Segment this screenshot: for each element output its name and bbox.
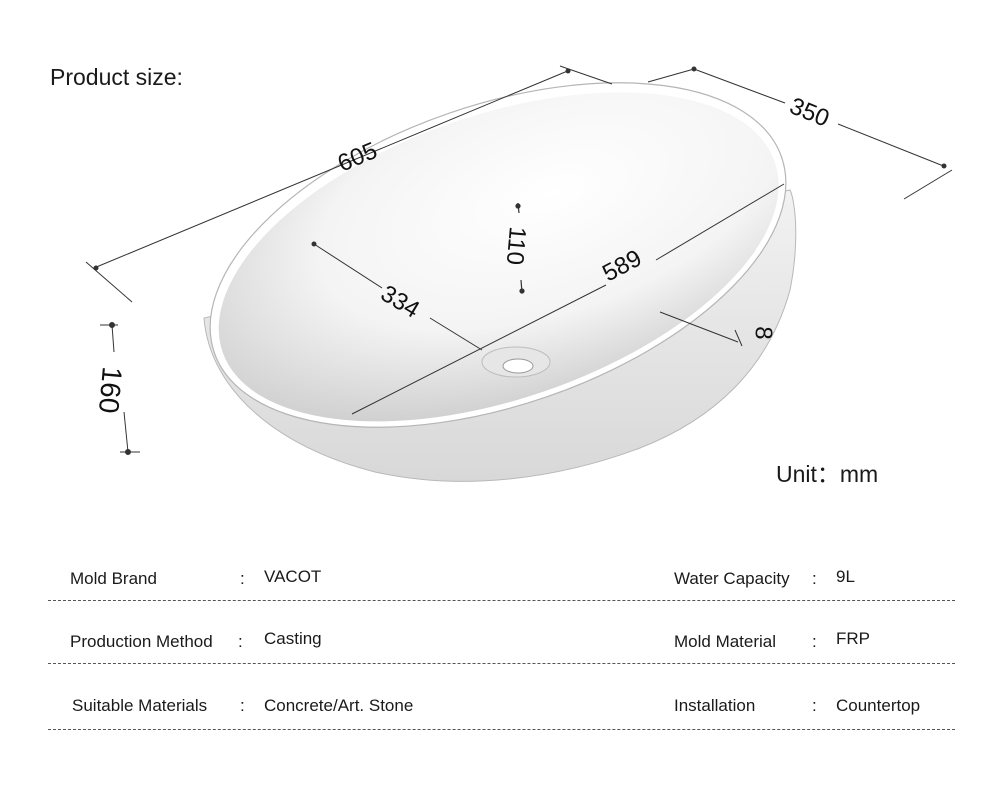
spec-label: Installation (674, 696, 756, 715)
dimension-rim-label: 8 (750, 326, 777, 340)
dimension-depth (515, 202, 525, 294)
spec-row-production-method: Production Method : Casting Mold Materia… (48, 629, 955, 664)
spec-value: VACOT (264, 567, 322, 586)
spec-colon: : (812, 569, 817, 588)
unit-label: Unit：mm (776, 461, 879, 487)
page-title: Product size: (50, 64, 183, 90)
spec-colon: : (238, 632, 243, 651)
spec-row-mold-brand: Mold Brand : VACOT Water Capacity : 9L (48, 567, 955, 601)
drain-hole (502, 358, 534, 374)
spec-value: Concrete/Art. Stone (264, 696, 414, 715)
dimension-height-label: 160 (93, 365, 128, 414)
dimension-length (85, 65, 613, 303)
dimension-width (647, 66, 953, 200)
spec-colon: : (812, 696, 817, 715)
spec-colon: : (240, 569, 245, 588)
basin-dimension-drawing: 605 350 160 589 334 110 (85, 65, 953, 482)
dimension-width-label: 350 (786, 93, 833, 133)
spec-label: Mold Brand (70, 569, 157, 588)
dimension-height (100, 322, 140, 455)
dimension-rim (659, 311, 743, 347)
basin-bowl (218, 92, 779, 422)
spec-colon: : (812, 632, 817, 651)
spec-label: Mold Material (674, 632, 777, 651)
spec-value: Countertop (836, 696, 921, 715)
spec-label: Suitable Materials (72, 696, 208, 715)
spec-row-suitable-materials: Suitable Materials : Concrete/Art. Stone… (48, 696, 955, 730)
dimension-depth-label: 110 (501, 225, 531, 265)
spec-value: 9L (836, 567, 855, 586)
spec-value: Casting (264, 629, 322, 648)
dimension-inner-width (311, 241, 483, 351)
spec-colon: : (240, 696, 245, 715)
spec-label: Production Method (70, 632, 213, 651)
basin (203, 82, 797, 482)
dimension-inner-length (351, 183, 785, 415)
spec-value: FRP (836, 629, 870, 648)
spec-label: Water Capacity (674, 569, 790, 588)
